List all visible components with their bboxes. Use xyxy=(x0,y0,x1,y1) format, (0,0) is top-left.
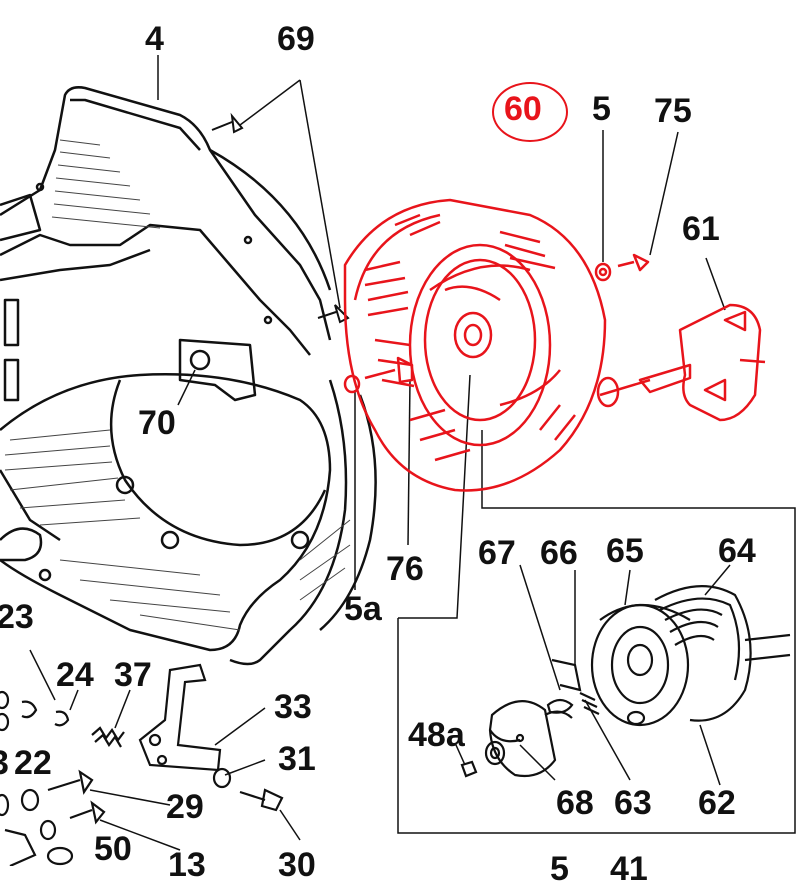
callout-66: 66 xyxy=(540,534,578,572)
fan-housing xyxy=(0,86,377,666)
callout-50: 50 xyxy=(94,830,132,868)
callout-5a: 5a xyxy=(344,590,382,628)
callout-61: 61 xyxy=(682,210,720,248)
callout-67: 67 xyxy=(478,534,516,572)
callout-76: 76 xyxy=(386,550,424,588)
callout-63: 63 xyxy=(614,784,652,822)
callout-75: 75 xyxy=(654,92,692,130)
exploded-parts-diagram xyxy=(0,55,796,866)
callout-70: 70 xyxy=(138,404,176,442)
callout-48a: 48a xyxy=(408,716,465,754)
callout-13: 13 xyxy=(168,846,206,884)
callout-41: 41 xyxy=(610,850,648,888)
callout-23: 23 xyxy=(0,598,34,636)
callout-5-bottom: 5 xyxy=(550,850,569,888)
callout-60-circle xyxy=(492,82,568,142)
screws-69 xyxy=(211,112,350,324)
housing-hatching xyxy=(4,139,351,631)
rewind-parts-inset xyxy=(460,585,791,778)
callout-65: 65 xyxy=(606,532,644,570)
callout-22: 22 xyxy=(14,744,52,782)
callout-69: 69 xyxy=(277,20,315,58)
callout-64: 64 xyxy=(718,532,756,570)
recoil-starter-60 xyxy=(343,198,766,492)
callout-33: 33 xyxy=(274,688,312,726)
callout-60: 60 xyxy=(504,90,542,128)
callout-3: 3 xyxy=(0,746,9,780)
callout-30: 30 xyxy=(278,846,316,884)
leader-lines xyxy=(29,55,796,851)
callout-5: 5 xyxy=(592,90,611,128)
callout-37: 37 xyxy=(114,656,152,694)
throttle-linkage-parts xyxy=(0,663,284,866)
callout-62: 62 xyxy=(698,784,736,822)
callout-68: 68 xyxy=(556,784,594,822)
callout-29: 29 xyxy=(166,788,204,826)
callout-4: 4 xyxy=(145,20,164,58)
callout-31: 31 xyxy=(278,740,316,778)
callout-24: 24 xyxy=(56,656,94,694)
